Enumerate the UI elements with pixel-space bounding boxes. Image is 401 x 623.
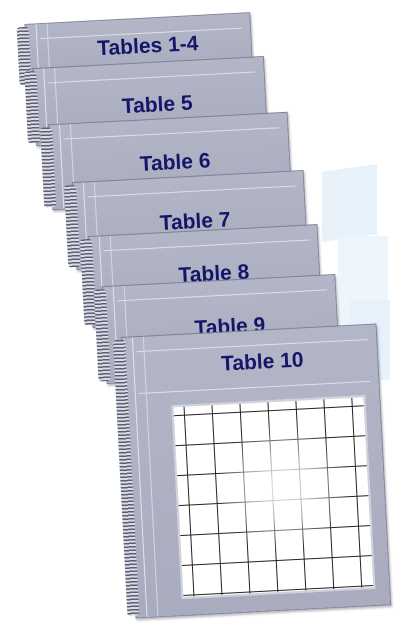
rule-line bbox=[117, 289, 327, 301]
notebook-table-10[interactable]: Table 10 bbox=[121, 323, 391, 618]
rule-line bbox=[88, 185, 296, 197]
grid-highlight bbox=[174, 397, 374, 597]
rule-line bbox=[48, 71, 256, 83]
rule-line bbox=[64, 127, 280, 139]
grid-page bbox=[171, 395, 375, 599]
rule-line bbox=[104, 239, 310, 251]
rule-line bbox=[139, 381, 371, 394]
watermark-shape bbox=[322, 164, 377, 242]
